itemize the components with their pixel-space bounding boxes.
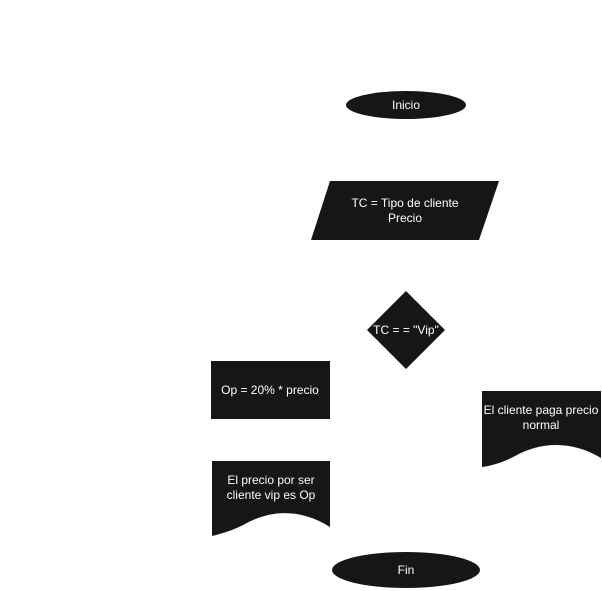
decision-label: TC = = "Vip": [373, 323, 439, 337]
output-vip-document: [212, 461, 330, 536]
output-vip-node: El precio por ser cliente vip es Op: [212, 461, 330, 536]
start-node: Inicio: [346, 91, 466, 119]
start-ellipse: [346, 91, 466, 119]
output-normal-document: [482, 391, 601, 467]
output-vip-label-line2: cliente vip es Op: [227, 488, 316, 502]
output-vip-label-line1: El precio por ser: [227, 473, 314, 487]
process-rectangle: [211, 361, 330, 419]
end-ellipse: [332, 552, 480, 588]
input-label-line1: TC = Tipo de cliente: [351, 196, 458, 210]
input-node: TC = Tipo de cliente Precio: [311, 181, 499, 240]
decision-diamond: [367, 291, 445, 369]
end-label: Fin: [398, 563, 415, 577]
process-node: Op = 20% * precio: [211, 361, 330, 419]
process-label: Op = 20% * precio: [221, 383, 319, 397]
end-node: Fin: [332, 552, 480, 588]
start-label: Inicio: [392, 98, 420, 112]
input-label-line2: Precio: [388, 211, 422, 225]
input-parallelogram: [311, 181, 499, 240]
output-normal-label-line2: normal: [523, 418, 560, 432]
output-normal-label-line1: El cliente paga precio: [484, 403, 599, 417]
output-normal-node: El cliente paga precio normal: [482, 391, 601, 467]
decision-node: TC = = "Vip": [367, 291, 445, 369]
